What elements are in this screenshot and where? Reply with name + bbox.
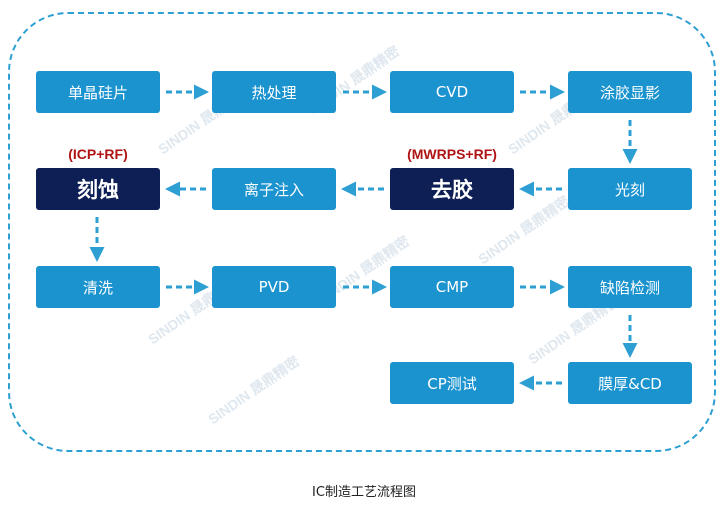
step-label: 热处理 <box>251 83 297 102</box>
step-defect: 缺陷检测 <box>568 266 692 308</box>
step-cp: CP测试 <box>390 362 514 404</box>
step-label: 缺陷检测 <box>599 278 660 297</box>
step-label: 去胶 <box>431 178 473 202</box>
step-ion: 离子注入 <box>212 168 336 210</box>
strip-method-note: (MWRPS+RF) <box>407 146 497 162</box>
step-label: CVD <box>435 83 469 101</box>
etch-method-note: (ICP+RF) <box>68 146 128 162</box>
step-heat: 热处理 <box>212 71 336 113</box>
step-cvd: CVD <box>390 71 514 113</box>
step-cmp: CMP <box>390 266 514 308</box>
step-label: CP测试 <box>427 374 477 393</box>
step-label: 单晶硅片 <box>67 83 128 102</box>
step-wafer: 单晶硅片 <box>36 71 160 113</box>
step-etch: 刻蚀 <box>36 168 160 210</box>
step-film: 膜厚&CD <box>568 362 692 404</box>
step-label: 刻蚀 <box>77 178 119 202</box>
step-label: PVD <box>258 278 290 296</box>
step-label: 离子注入 <box>243 180 304 199</box>
step-pvd: PVD <box>212 266 336 308</box>
step-label: 清洗 <box>82 278 113 297</box>
step-clean: 清洗 <box>36 266 160 308</box>
step-label: 涂胶显影 <box>599 83 660 102</box>
step-label: CMP <box>435 278 469 296</box>
step-strip: 去胶 <box>390 168 514 210</box>
process-frame <box>8 12 716 452</box>
figure-caption: IC制造工艺流程图 <box>312 485 416 500</box>
step-label: 光刻 <box>614 180 645 199</box>
step-coat: 涂胶显影 <box>568 71 692 113</box>
step-label: 膜厚&CD <box>598 374 662 393</box>
step-litho: 光刻 <box>568 168 692 210</box>
